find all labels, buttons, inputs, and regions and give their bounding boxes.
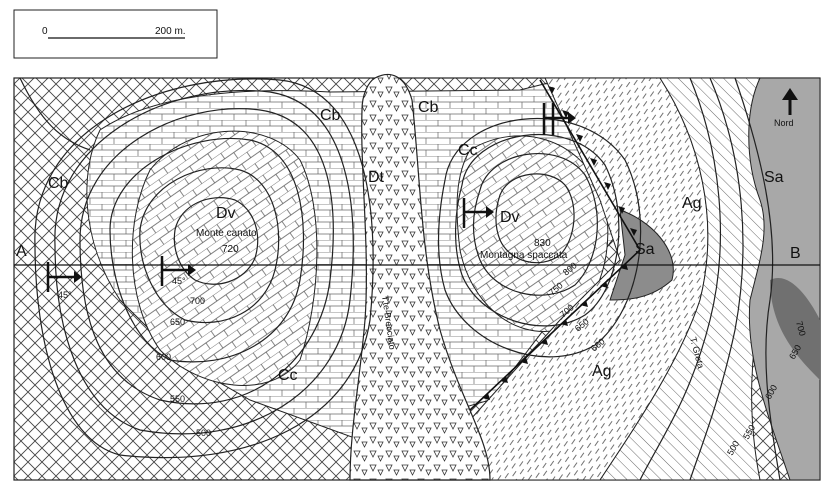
unit-label-cb-right: Cb	[418, 99, 439, 116]
unit-sa-right-dark	[770, 278, 820, 380]
unit-label-cc-right: Cc	[458, 142, 478, 159]
map-area: 45° 45° Nord Cb Cb Cb Cc Cc	[13, 73, 821, 481]
scale-start-label: 0	[42, 26, 48, 37]
unit-label-cb-left: Cb	[48, 175, 69, 192]
unit-label-cc-bottom: Cc	[278, 367, 298, 384]
elev-830: 830	[534, 238, 551, 249]
scale-end-label: 200 m.	[155, 26, 186, 37]
unit-cc-left-area	[131, 130, 318, 386]
unit-label-sa-top: Sa	[764, 169, 784, 186]
unit-label-ag-bottom: Ag	[592, 363, 612, 380]
unit-label-sa-mid: Sa	[635, 241, 655, 258]
elev-650-left: 650	[170, 317, 185, 327]
section-label-a: A	[16, 243, 27, 260]
dip-symbol-left-1: 45°	[46, 262, 82, 300]
elev-700-left: 700	[190, 296, 205, 306]
elev-550-left: 550	[170, 394, 185, 404]
unit-label-dv-left: Dv	[216, 205, 236, 222]
dip-symbol-right-2	[542, 103, 576, 135]
scale-bar: 0 200 m.	[13, 9, 218, 59]
place-monte-canato: Monte canato	[196, 228, 257, 239]
dip-symbol-left-2: 45°	[160, 256, 196, 286]
contour-lines	[19, 77, 781, 481]
unit-label-dt: Dt	[368, 169, 385, 186]
unit-label-dv-right: Dv	[500, 209, 520, 226]
dip-label-left-2: 45°	[172, 276, 186, 286]
elev-600-left: 600	[156, 352, 171, 362]
north-label: Nord	[774, 118, 794, 128]
unit-sa-mid-area	[609, 209, 674, 301]
elev-720: 720	[222, 244, 239, 255]
dip-label-left-1: 45°	[58, 290, 72, 300]
unit-label-ag-top: Ag	[682, 195, 702, 212]
north-arrow: Nord	[774, 88, 798, 128]
unit-dt-area	[349, 73, 491, 481]
place-montagna-spaccata: Montagna spaccata	[480, 250, 568, 261]
thrust-fault	[469, 79, 642, 411]
section-label-b: B	[790, 245, 801, 262]
unit-label-cb-mid: Cb	[320, 107, 341, 124]
elev-500-left: 500	[196, 428, 211, 438]
dip-symbol-right-1	[462, 198, 494, 228]
elev-700-far: 700	[794, 320, 808, 337]
